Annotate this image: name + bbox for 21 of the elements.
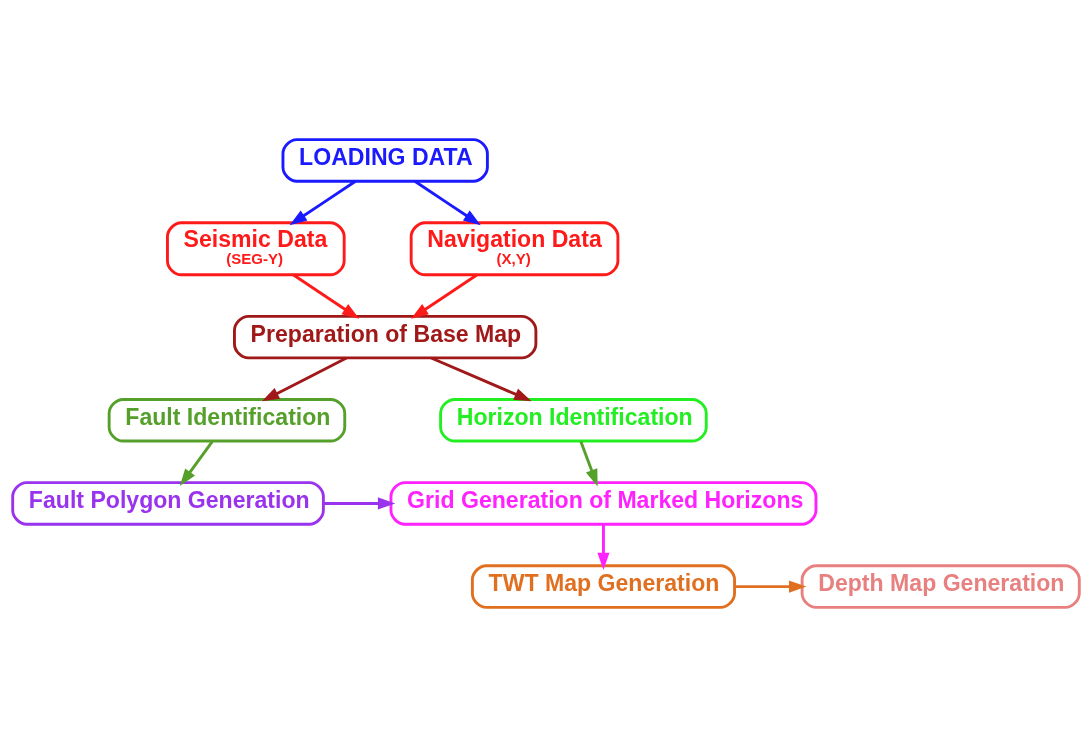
arrow xyxy=(430,356,532,402)
node-box: Fault Polygon Generation xyxy=(11,481,325,526)
node-box: LOADING DATA xyxy=(281,138,489,183)
arrow xyxy=(411,273,478,319)
arrow xyxy=(179,440,214,487)
arrow xyxy=(579,440,598,487)
node-box: Horizon Identification xyxy=(439,398,708,443)
node-box: Grid Generation of Marked Horizons xyxy=(389,481,818,526)
arrow xyxy=(289,180,357,226)
arrow xyxy=(734,580,807,593)
arrow xyxy=(323,497,396,510)
node-box: Seismic Data (SEG-Y) xyxy=(166,221,346,277)
node-box: Fault Identification xyxy=(107,398,347,443)
arrow xyxy=(414,180,481,226)
arrow xyxy=(261,356,348,402)
node-box: TWT Map Generation xyxy=(470,564,736,609)
node-box: Preparation of Base Map xyxy=(233,314,538,360)
arrow xyxy=(292,273,360,319)
node-box: Navigation Data (X,Y) xyxy=(409,221,620,277)
node-box: Depth Map Generation xyxy=(800,564,1081,609)
arrow xyxy=(597,524,610,571)
